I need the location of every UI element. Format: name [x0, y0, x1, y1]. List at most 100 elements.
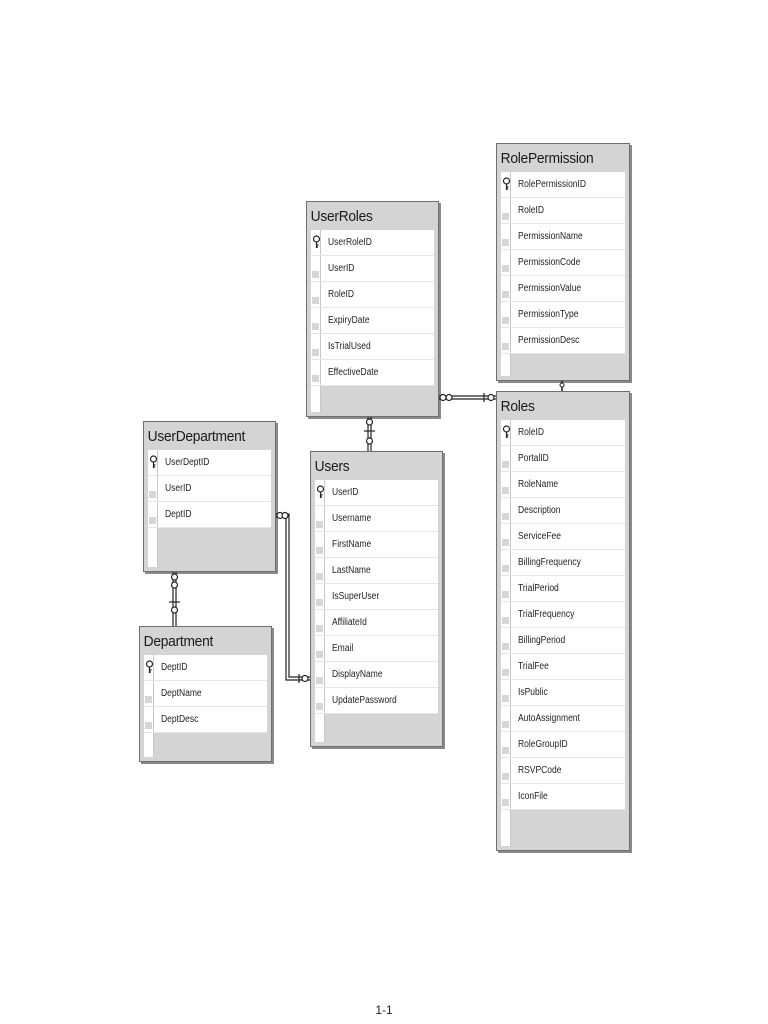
column-row[interactable]: EffectiveDate [311, 360, 434, 386]
column-row[interactable]: UpdatePassword [315, 688, 438, 714]
row-selector[interactable] [501, 628, 511, 653]
column-row[interactable]: PermissionDesc [501, 328, 625, 354]
column-row[interactable]: TrialFrequency [501, 602, 625, 628]
primary-key-column-row[interactable]: UserID [315, 480, 438, 506]
primary-key-column-row[interactable]: UserDeptID [148, 450, 271, 476]
table-title[interactable]: RolePermission [500, 150, 594, 167]
row-selector[interactable] [501, 302, 511, 327]
row-selector[interactable] [311, 360, 321, 385]
column-row[interactable]: ExpiryDate [311, 308, 434, 334]
column-row[interactable]: TrialFee [501, 654, 625, 680]
column-row[interactable]: AffiliateId [315, 610, 438, 636]
row-selector[interactable] [501, 732, 511, 757]
row-selector[interactable] [311, 334, 321, 359]
table-title[interactable]: UserRoles [310, 208, 373, 225]
column-row[interactable]: UserID [148, 476, 271, 502]
row-selector[interactable] [501, 420, 511, 445]
row-selector[interactable] [501, 276, 511, 301]
column-row[interactable]: Description [501, 498, 625, 524]
column-row[interactable]: Username [315, 506, 438, 532]
column-row[interactable]: PermissionName [501, 224, 625, 250]
row-selector[interactable] [501, 446, 511, 471]
row-selector[interactable] [311, 282, 321, 307]
row-selector[interactable] [315, 636, 325, 661]
relationship-userroles-roles[interactable] [439, 393, 496, 402]
row-selector[interactable] [311, 256, 321, 281]
row-selector[interactable] [315, 688, 325, 713]
column-row[interactable]: IsPublic [501, 680, 625, 706]
column-row[interactable]: DeptID [148, 502, 271, 528]
table-title[interactable]: Users [314, 458, 350, 475]
column-row[interactable]: PortalID [501, 446, 625, 472]
row-selector[interactable] [501, 472, 511, 497]
row-selector[interactable] [501, 224, 511, 249]
primary-key-column-row[interactable]: RoleID [501, 420, 625, 446]
row-selector[interactable] [315, 506, 325, 531]
row-selector[interactable] [501, 602, 511, 627]
column-row[interactable]: PermissionCode [501, 250, 625, 276]
column-row[interactable]: AutoAssignment [501, 706, 625, 732]
column-row[interactable]: DeptDesc [144, 707, 267, 733]
column-row[interactable]: RSVPCode [501, 758, 625, 784]
row-selector[interactable] [501, 550, 511, 575]
table-title[interactable]: Department [143, 633, 214, 650]
row-selector[interactable] [148, 476, 158, 501]
row-selector[interactable] [501, 680, 511, 705]
row-selector[interactable] [501, 758, 511, 783]
row-selector[interactable] [501, 576, 511, 601]
table-title[interactable]: UserDepartment [147, 428, 246, 445]
row-selector[interactable] [144, 707, 154, 732]
row-selector[interactable] [315, 610, 325, 635]
column-row[interactable]: Email [315, 636, 438, 662]
row-selector[interactable] [501, 524, 511, 549]
column-row[interactable]: IsTrialUsed [311, 334, 434, 360]
row-selector[interactable] [501, 250, 511, 275]
column-row[interactable]: RoleName [501, 472, 625, 498]
row-selector[interactable] [311, 230, 321, 255]
column-row[interactable]: LastName [315, 558, 438, 584]
relationship-userroles-users[interactable] [364, 417, 375, 451]
row-selector[interactable] [315, 584, 325, 609]
row-selector[interactable] [148, 502, 158, 527]
row-selector[interactable] [148, 450, 158, 475]
row-selector[interactable] [315, 662, 325, 687]
column-row[interactable]: DeptName [144, 681, 267, 707]
relationship-userdepartment-users[interactable] [276, 511, 310, 684]
column-row[interactable]: ServiceFee [501, 524, 625, 550]
row-selector[interactable] [144, 655, 154, 680]
column-row[interactable]: FirstName [315, 532, 438, 558]
column-row[interactable]: TrialPeriod [501, 576, 625, 602]
column-row[interactable]: RoleID [501, 198, 625, 224]
row-selector[interactable] [501, 654, 511, 679]
primary-key-column-row[interactable]: DeptID [144, 655, 267, 681]
column-row[interactable]: IconFile [501, 784, 625, 810]
relationship-userdepartment-department[interactable] [169, 572, 180, 626]
row-selector[interactable] [144, 681, 154, 706]
primary-key-column-row[interactable]: UserRoleID [311, 230, 434, 256]
column-row[interactable]: PermissionType [501, 302, 625, 328]
column-row[interactable]: DisplayName [315, 662, 438, 688]
column-row[interactable]: RoleGroupID [501, 732, 625, 758]
column-row[interactable]: UserID [311, 256, 434, 282]
row-selector[interactable] [501, 198, 511, 223]
column-row[interactable]: BillingFrequency [501, 550, 625, 576]
primary-key-column-row[interactable]: RolePermissionID [501, 172, 625, 198]
column-row[interactable]: PermissionValue [501, 276, 625, 302]
row-selector[interactable] [501, 328, 511, 353]
row-selector[interactable] [501, 784, 511, 809]
column-row[interactable]: BillingPeriod [501, 628, 625, 654]
row-selector[interactable] [315, 558, 325, 583]
row-selector[interactable] [311, 308, 321, 333]
relationship-roles-rolepermission[interactable] [559, 381, 565, 391]
row-selector[interactable] [315, 532, 325, 557]
row-selector[interactable] [501, 172, 511, 197]
row-selector[interactable] [315, 480, 325, 505]
row-selector[interactable] [501, 498, 511, 523]
row-selector[interactable] [501, 706, 511, 731]
